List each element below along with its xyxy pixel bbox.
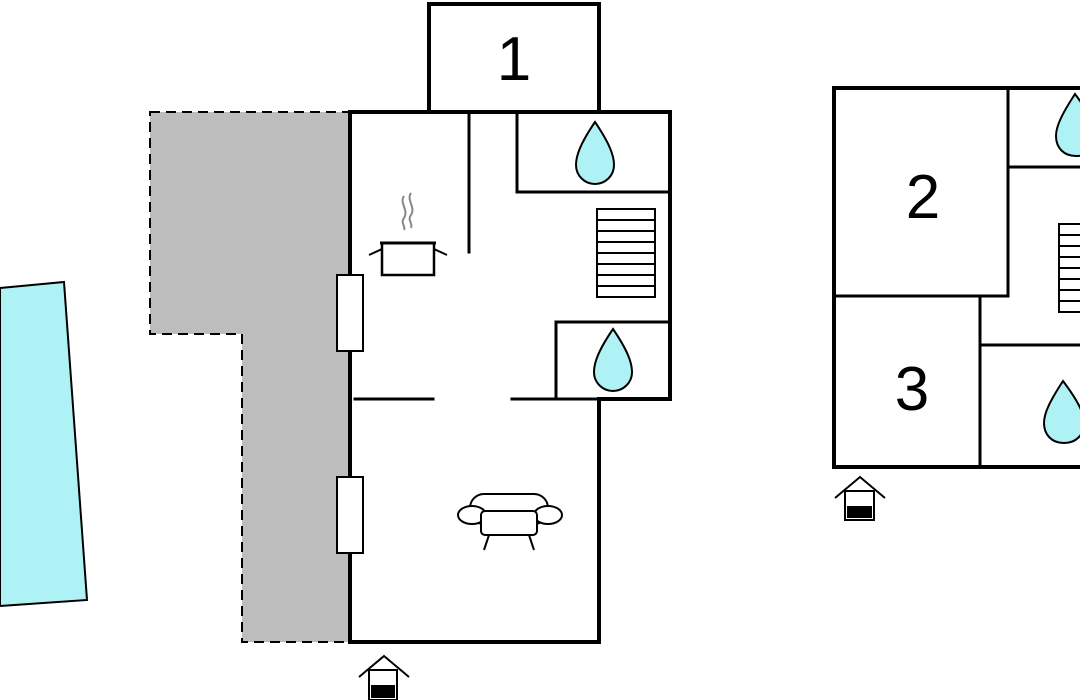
window [336, 274, 364, 352]
bathroom-wall [554, 320, 672, 401]
upper-floor-outline [832, 86, 1080, 469]
entrance-house-icon [834, 475, 886, 521]
bathroom-drop-icon [1042, 379, 1080, 445]
terrace [149, 111, 351, 643]
bathroom-drop-icon [574, 120, 616, 186]
staircase-icon [1058, 223, 1080, 313]
room-3-number: 3 [895, 355, 929, 424]
bathroom-wall [515, 110, 672, 194]
bathroom-drop-icon [1054, 92, 1080, 158]
entrance-house-icon [358, 654, 410, 700]
room-2-wall [832, 86, 1010, 298]
room-1-number: 1 [497, 25, 531, 94]
staircase-icon [596, 208, 656, 298]
swimming-pool [0, 280, 89, 608]
upper-floor: 2 3 [832, 86, 1080, 521]
room-2-number: 2 [906, 163, 940, 232]
ground-floor: 1 [336, 2, 672, 700]
bathroom-drop-icon [592, 327, 634, 393]
sofa-icon [457, 493, 563, 551]
window [336, 476, 364, 554]
kitchen-pot-icon [368, 192, 448, 277]
